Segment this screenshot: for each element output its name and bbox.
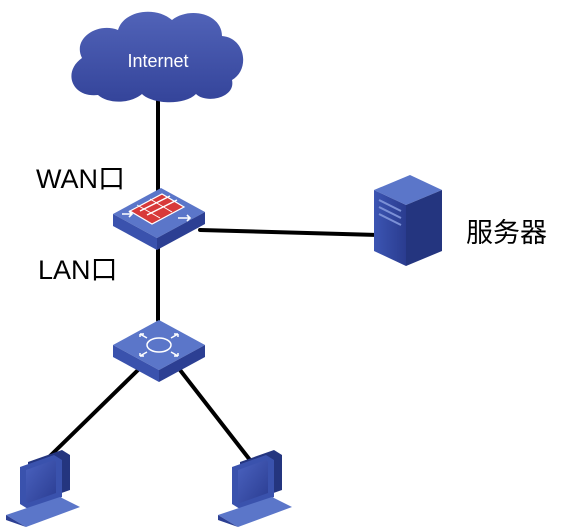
link-switch-pc-right xyxy=(178,368,252,462)
cloud-label: Internet xyxy=(127,51,188,71)
desktop-computer-icon xyxy=(218,450,292,527)
server-label: 服务器 xyxy=(466,218,547,248)
link-switch-pc-left xyxy=(46,368,140,460)
firewall-router-icon xyxy=(113,188,205,250)
wan-port-label: WAN口 xyxy=(36,164,125,194)
server-tower-icon xyxy=(374,175,442,266)
switch-icon xyxy=(113,320,205,382)
desktop-computer-icon xyxy=(6,450,80,527)
link-gateway-server xyxy=(198,228,380,237)
lan-port-label: LAN口 xyxy=(38,255,118,285)
cloud-icon: Internet xyxy=(71,11,244,103)
links xyxy=(46,93,380,462)
